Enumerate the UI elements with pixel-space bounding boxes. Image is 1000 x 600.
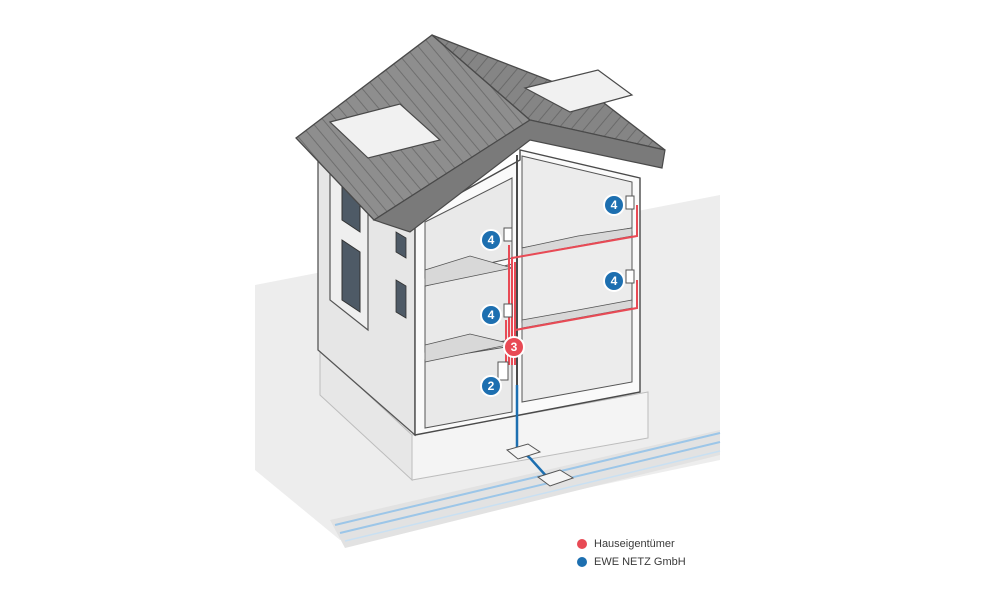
legend-label-owner: Hauseigentümer — [594, 538, 675, 550]
marker-4-mid-left: 4 — [480, 304, 502, 326]
supply-line-2 — [339, 441, 721, 534]
side-window-2 — [395, 279, 407, 319]
legend-item-owner: Hauseigentümer — [577, 535, 686, 553]
legend-dot-grid-operator — [577, 557, 587, 567]
device-box-4d — [625, 269, 635, 284]
marker-4-top-left: 4 — [480, 229, 502, 251]
marker-4c-label: 4 — [611, 198, 618, 212]
dormer-right — [523, 69, 634, 113]
device-box-4a — [503, 227, 513, 242]
foundation-front — [411, 391, 649, 481]
legend-label-grid-operator: EWE NETZ GmbH — [594, 556, 686, 568]
marker-4b-label: 4 — [488, 308, 495, 322]
device-box-4b — [503, 303, 513, 318]
marker-4d-label: 4 — [611, 274, 618, 288]
supply-line-3 — [344, 450, 721, 542]
access-hatch-2 — [536, 469, 575, 487]
marker-4a-label: 4 — [488, 233, 495, 247]
bay-window-lower — [341, 239, 361, 313]
marker-2: 2 — [480, 375, 502, 397]
device-box-4c — [625, 195, 635, 210]
roof-front-gable — [372, 119, 666, 233]
meter-box-2 — [497, 361, 509, 381]
supply-line-1 — [334, 432, 721, 526]
marker-2-label: 2 — [488, 379, 495, 393]
room-bottom-left — [424, 345, 513, 429]
floor-slab-4 — [521, 299, 633, 329]
marker-3: 3 — [503, 336, 525, 358]
marker-3-label: 3 — [511, 340, 518, 354]
legend-item-grid-operator: EWE NETZ GmbH — [577, 553, 686, 571]
access-hatch-1 — [505, 443, 542, 460]
side-window-1 — [395, 231, 407, 259]
legend-dot-owner — [577, 539, 587, 549]
floor-slab-3 — [521, 227, 633, 257]
dormer-left — [328, 103, 442, 159]
legend: Hauseigentümer EWE NETZ GmbH — [577, 535, 686, 571]
marker-4-top-right: 4 — [603, 194, 625, 216]
marker-4-mid-right: 4 — [603, 270, 625, 292]
